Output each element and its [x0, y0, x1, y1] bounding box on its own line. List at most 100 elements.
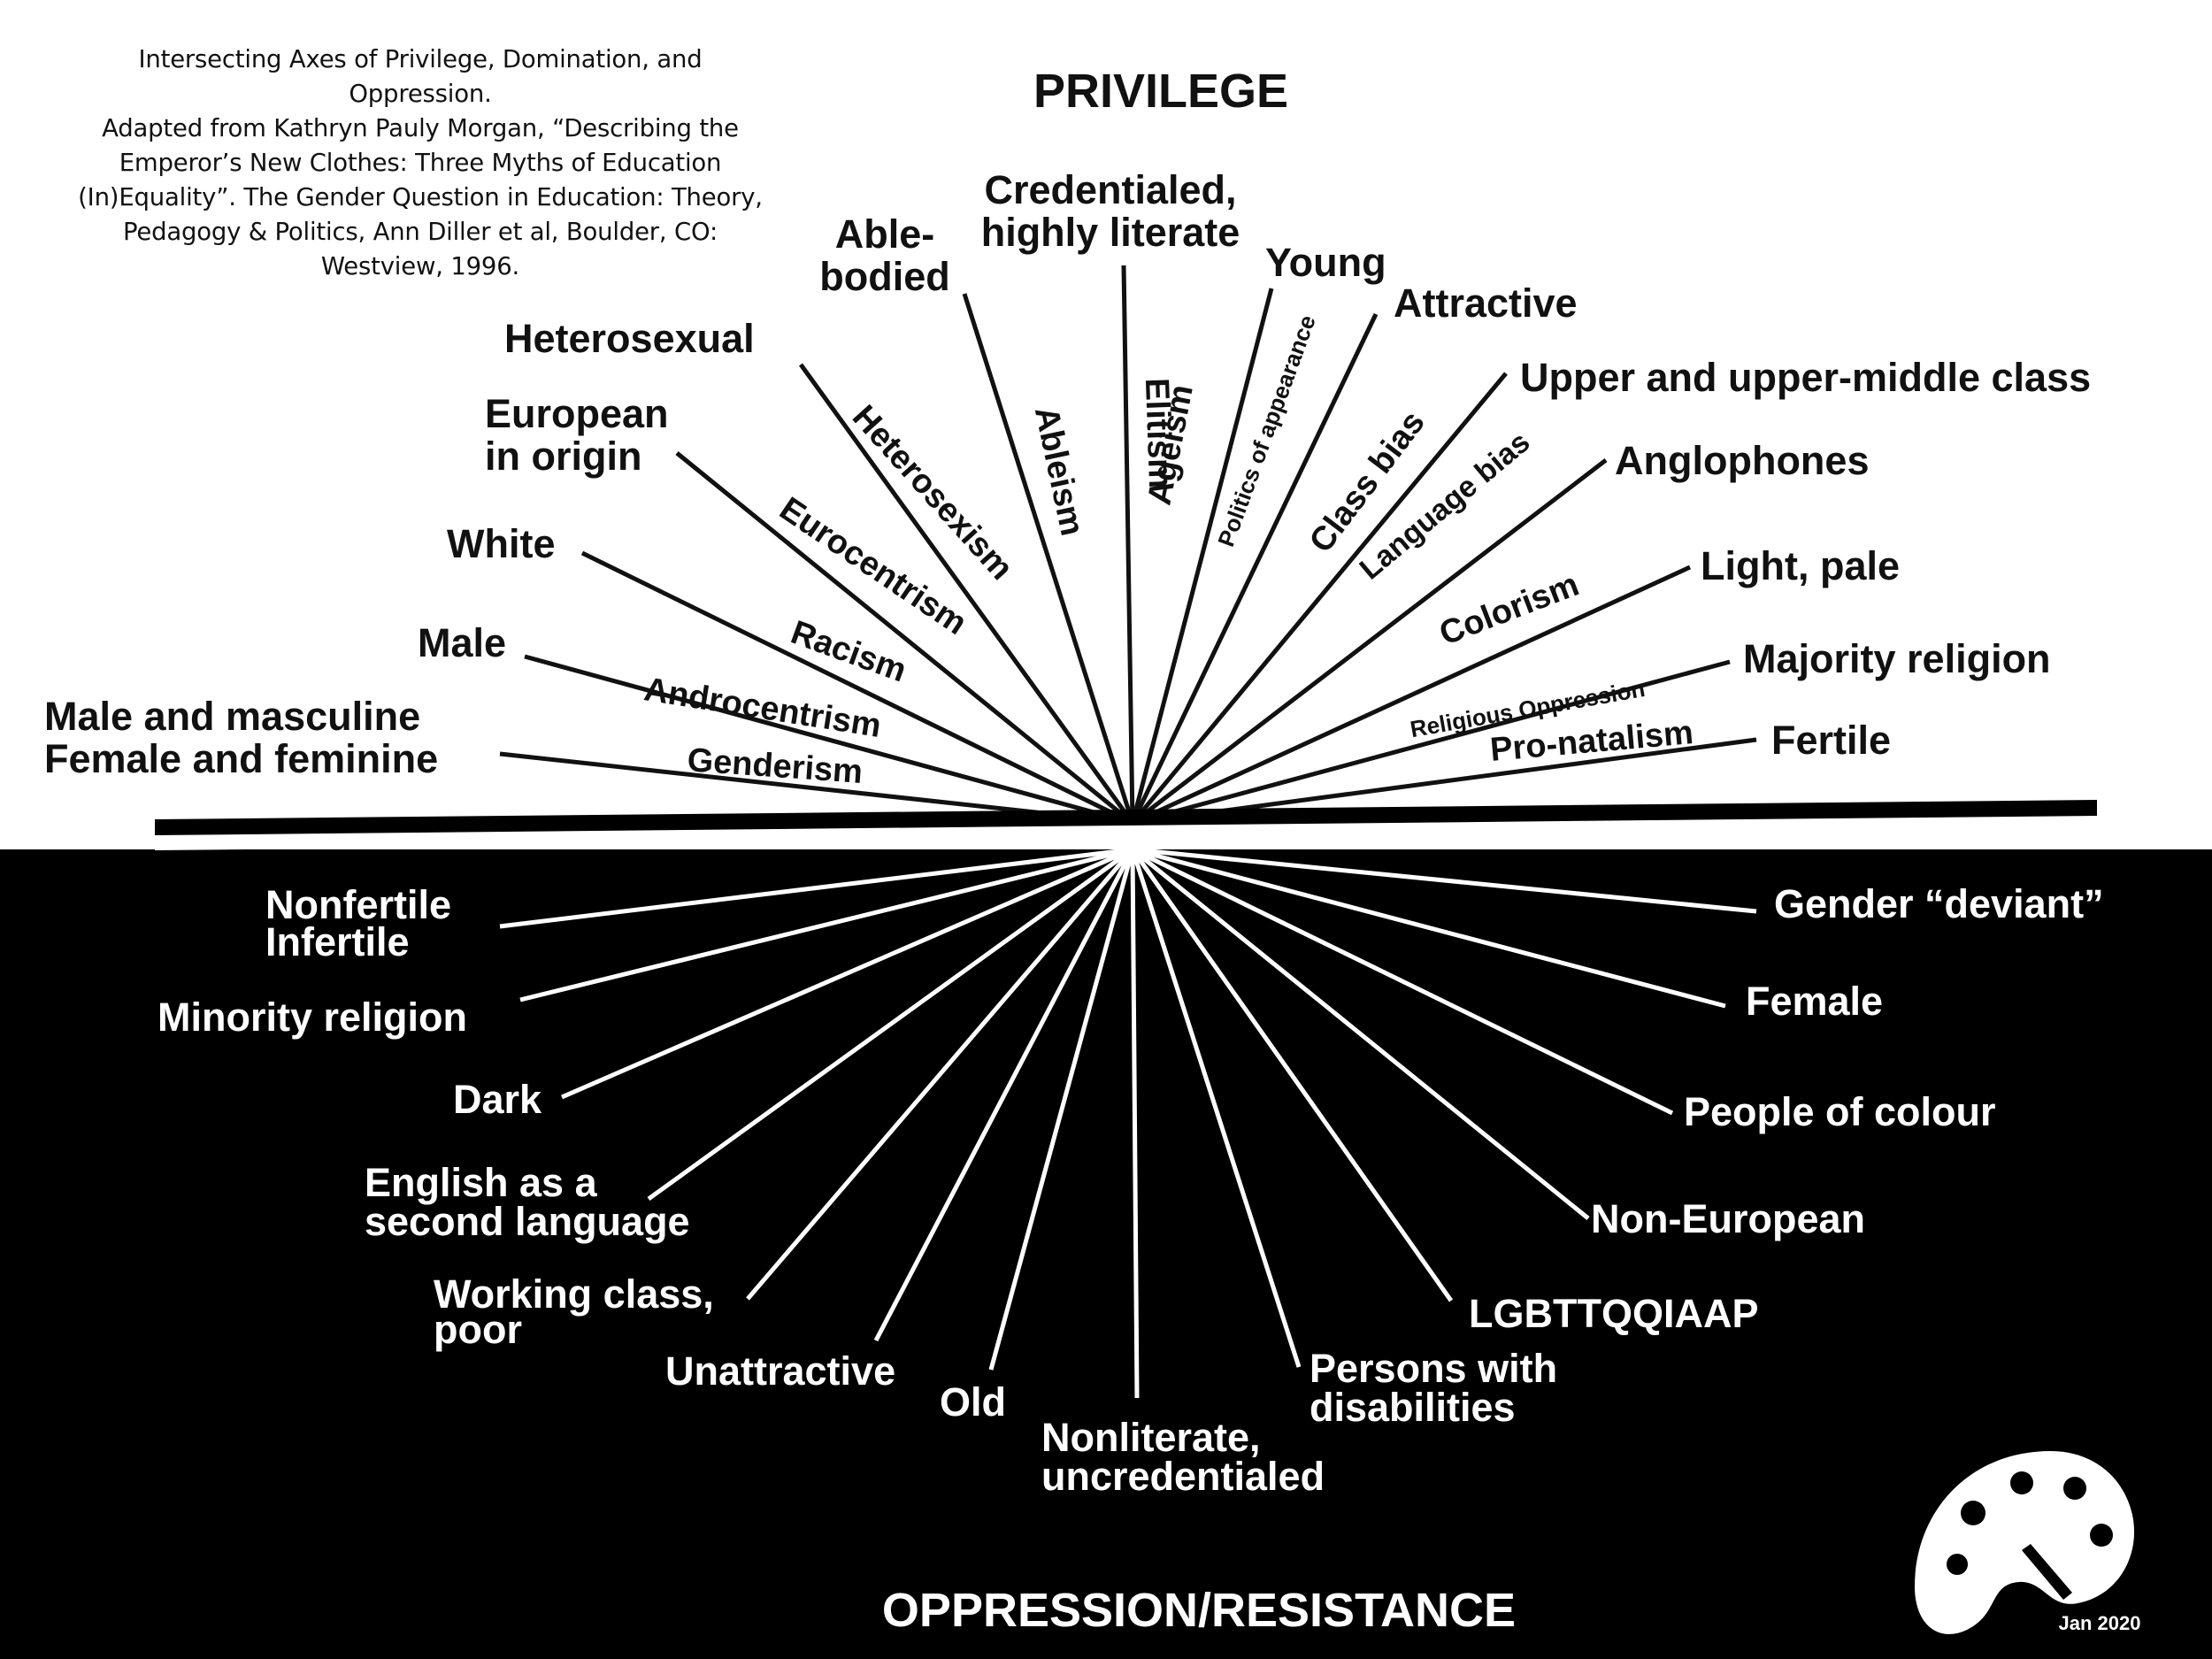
privilege-label: Attractive — [1394, 280, 1578, 326]
oppression-axis-line — [873, 848, 1135, 1342]
privilege-label-line: Attractive — [1394, 280, 1578, 326]
oppression-label-line: Dark — [453, 1077, 542, 1122]
oppression-label-line: Unattractive — [665, 1348, 895, 1394]
oppression-label: Nonliterate,uncredentialed — [1041, 1415, 1325, 1499]
palette-brush — [2022, 1544, 2072, 1600]
oppression-label-line: second language — [365, 1199, 690, 1244]
citation-line: Westview, 1996. — [320, 252, 520, 280]
oppression-axis-line — [746, 848, 1134, 1301]
oppression-label: People of colour — [1684, 1089, 1996, 1134]
privilege-heading: PRIVILEGE — [1033, 65, 1288, 118]
privilege-label-line: Majority religion — [1743, 636, 2051, 681]
date-label: Jan 2020 — [2059, 1612, 2141, 1634]
privilege-label-line: White — [447, 521, 555, 566]
privilege-label: Male — [418, 620, 506, 665]
citation-line: Intersecting Axes of Privilege, Dominati… — [138, 45, 703, 73]
privilege-axis-line — [1130, 288, 1274, 824]
oppression-label-line: Minority religion — [157, 995, 467, 1040]
oppression-label: Gender “deviant” — [1774, 881, 2104, 926]
axis-label: Elitism — [1138, 378, 1179, 489]
oppression-label-line: Non-European — [1591, 1196, 1865, 1241]
privilege-label-line: Credentialed, — [984, 167, 1236, 212]
oppression-label-line: People of colour — [1684, 1089, 1996, 1134]
oppression-label-line: Old — [940, 1379, 1006, 1425]
citation-line: Pedagogy & Politics, Ann Diller et al, B… — [122, 218, 718, 246]
oppression-background — [0, 849, 2212, 1659]
privilege-axis-line — [798, 363, 1135, 825]
privilege-label-line: Heterosexual — [504, 316, 755, 361]
privilege-label-line: European — [485, 391, 669, 436]
privilege-label: Credentialed,highly literate — [981, 167, 1240, 255]
privilege-label-line: Fertile — [1771, 718, 1891, 763]
divider-bar — [155, 800, 2097, 835]
privilege-axis-line — [1131, 372, 1508, 825]
palette-paint-dot — [2090, 1524, 2113, 1547]
privilege-label: Young — [1265, 240, 1386, 285]
oppression-axis-line — [647, 847, 1134, 1202]
palette-icon — [1915, 1451, 2135, 1634]
oppression-label: Working class,poor — [434, 1271, 714, 1352]
privilege-axis-line — [962, 293, 1135, 824]
oppression-axis-line — [988, 849, 1135, 1371]
privilege-label-line: Upper and upper-middle class — [1520, 355, 2091, 400]
privilege-label-line: Male — [418, 620, 506, 665]
privilege-label-line: Able- — [835, 211, 935, 257]
oppression-axis-line — [519, 847, 1133, 1002]
oppression-axis-line — [1132, 847, 1726, 1009]
citation-line: Adapted from Kathryn Pauly Morgan, “Desc… — [102, 114, 739, 142]
oppression-axis-line — [1130, 849, 1140, 1399]
spokes — [499, 265, 1757, 1399]
privilege-axis-line — [580, 550, 1134, 826]
oppression-axis-line — [561, 847, 1133, 1100]
privilege-label: Able-bodied — [819, 211, 949, 299]
privilege-axis-line — [1121, 265, 1135, 824]
palette-paint-dot — [2063, 1477, 2086, 1500]
privilege-label: Majority religion — [1743, 636, 2051, 681]
oppression-axis-line — [1130, 849, 1302, 1368]
citation-line: Oppression. — [349, 80, 492, 108]
privilege-axis-line — [1130, 312, 1379, 825]
oppression-label-line: LGBTTQQIAAP — [1469, 1291, 1758, 1336]
oppression-label-line: Persons with — [1310, 1346, 1557, 1391]
oppression-label-line: Working class, — [434, 1271, 714, 1317]
oppression-axis-line — [1131, 847, 1674, 1116]
privilege-axis-line — [1131, 565, 1692, 826]
privilege-label-line: Anglophones — [1615, 438, 1869, 483]
palette-paint-dot — [1961, 1501, 1985, 1525]
oppression-label: LGBTTQQIAAP — [1469, 1291, 1758, 1336]
divider-white-gap — [155, 826, 2097, 850]
oppression-label-line: Female — [1746, 979, 1883, 1024]
oppression-label: Minority religion — [157, 995, 467, 1040]
oppression-label-line: Nonfertile — [265, 882, 451, 927]
oppression-label: Dark — [453, 1077, 542, 1122]
oppression-label-line: Nonliterate, — [1041, 1415, 1261, 1460]
privilege-label-line: Male and masculine — [44, 694, 420, 739]
privilege-label-line: Young — [1265, 240, 1386, 285]
oppression-axis-line — [1132, 847, 1757, 914]
oppression-axis-line — [499, 847, 1133, 929]
privilege-label: Heterosexual — [504, 316, 755, 361]
privilege-label: Anglophones — [1615, 438, 1869, 483]
privilege-label: Upper and upper-middle class — [1520, 355, 2091, 400]
privilege-label-line: Female and feminine — [44, 736, 438, 781]
privilege-axis-line — [675, 451, 1134, 825]
oppression-label: Female — [1746, 979, 1883, 1024]
oppression-label-line: Gender “deviant” — [1774, 881, 2104, 926]
oppression-label: Old — [940, 1379, 1006, 1425]
privilege-axis-line — [1131, 458, 1608, 825]
oppression-label: Unattractive — [665, 1348, 895, 1394]
axis-label: Colorism — [1434, 566, 1584, 653]
privilege-label-line: bodied — [819, 254, 949, 299]
oppression-label-line: Infertile — [265, 919, 410, 964]
oppression-axis-line — [1131, 848, 1590, 1220]
citation-line: (In)Equality”. The Gender Question in Ed… — [78, 183, 763, 211]
privilege-label: Fertile — [1771, 718, 1891, 763]
privilege-label-line: highly literate — [981, 210, 1240, 255]
